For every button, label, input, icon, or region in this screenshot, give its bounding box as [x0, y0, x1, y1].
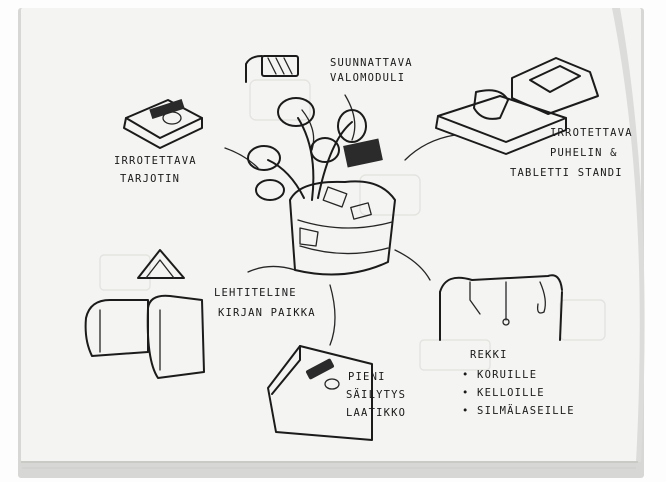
label-tray-line1: IRROTETTAVA — [114, 155, 197, 167]
label-rail-line1: REKKI — [470, 349, 508, 361]
label-storage-box-line3: LAATIKKO — [346, 407, 406, 419]
label-rail-line4: • SILMÄLASEILLE — [462, 404, 575, 417]
label-light-module-line2: VALOMODULI — [330, 72, 405, 84]
label-storage-box-line1: PIENI — [348, 371, 386, 383]
label-rail-line3: • KELLOILLE — [462, 387, 545, 399]
label-light-module-line1: SUUNNATTAVA — [330, 57, 413, 69]
label-phone-stand-line2: PUHELIN & — [550, 147, 618, 159]
label-phone-stand-line3: TABLETTI STANDI — [510, 167, 623, 179]
label-phone-stand-line1: IRROTETTAVA — [550, 127, 633, 139]
label-rail-line2: • KORUILLE — [462, 369, 537, 381]
label-tray-line2: TARJOTIN — [120, 173, 180, 185]
label-storage-box-line2: SÄILYTYS — [346, 388, 406, 401]
label-magazine-rack-line1: LEHTITELINE — [214, 287, 297, 299]
label-magazine-rack-line2: KIRJAN PAIKKA — [218, 307, 316, 319]
